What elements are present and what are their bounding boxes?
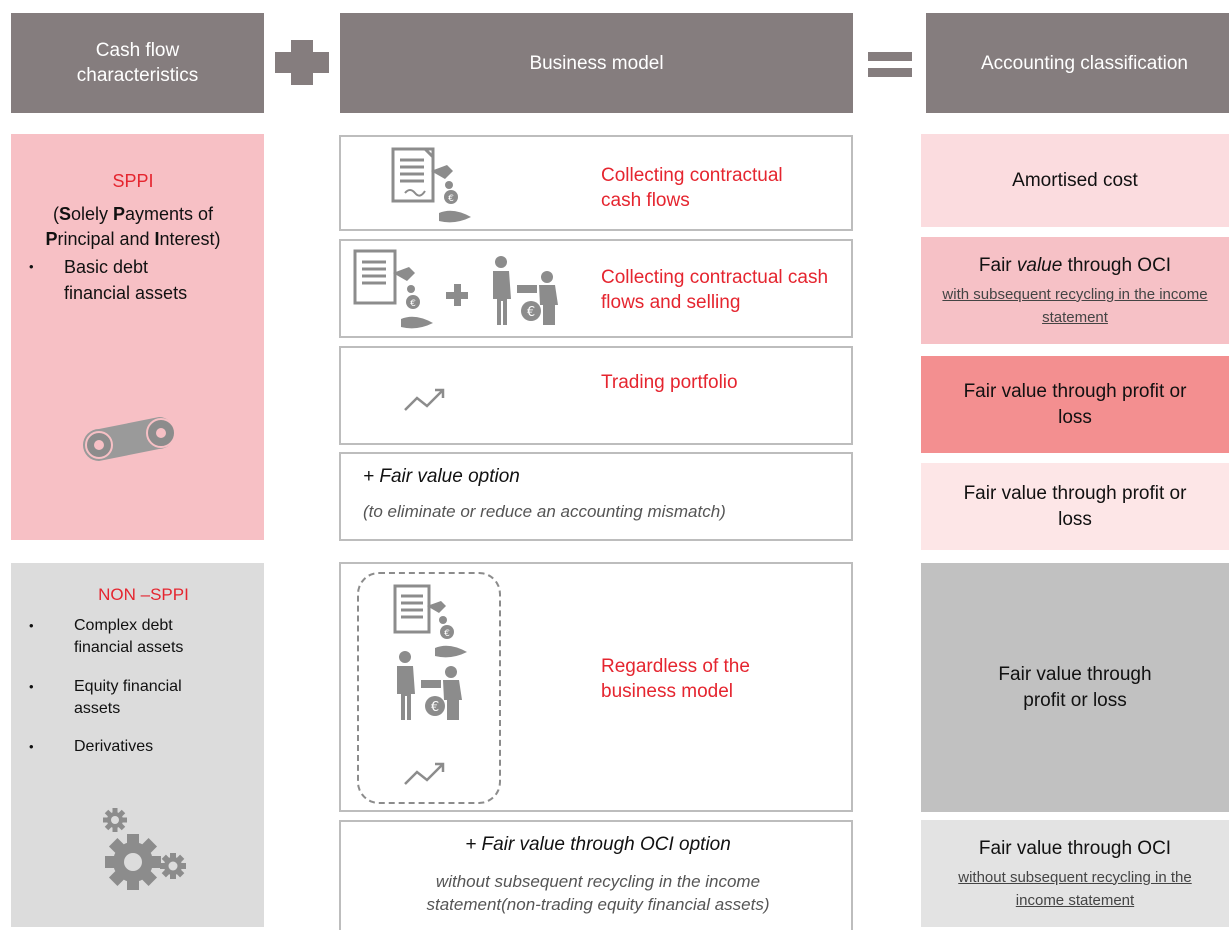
sppi-description: (Solely Payments of Principal and Intere…: [45, 204, 221, 249]
equals-operator-icon: [868, 52, 912, 77]
business-collecting-box: € Collecting contractual cash flows: [339, 135, 853, 231]
svg-text:€: €: [527, 305, 535, 320]
contract-coins-icon: €: [353, 249, 433, 329]
regardless-label: Regardless of the business model: [601, 656, 750, 702]
result-fvpl-option-label: Fair value through profit or loss: [963, 482, 1187, 530]
fvo-subtitle: (to eliminate or reduce an accounting mi…: [363, 502, 726, 521]
result-fv-oci-equity-sub: without subsequent recycling in the inco…: [958, 868, 1192, 909]
plus-icon: [446, 284, 468, 306]
result-amortised-cost: Amortised cost: [921, 134, 1229, 227]
result-fvpl-non-sppi-label: Fair value through profit or loss: [998, 663, 1152, 711]
collecting-label: Collecting contractual cash flows: [601, 165, 783, 211]
header-business-model: Business model: [340, 13, 853, 113]
contract-coins-icon: €: [391, 147, 471, 223]
oci-option-subtitle: without subsequent recycling in the inco…: [426, 872, 770, 914]
sppi-title: SPPI: [112, 171, 154, 191]
header-accounting-label: Accounting classification: [981, 52, 1188, 74]
trend-up-icon: [404, 388, 445, 411]
list-item: • Equity financial assets: [29, 678, 182, 717]
contract-coins-icon: €: [393, 584, 467, 658]
result-fv-oci: Fair value through OCI with subsequent r…: [921, 237, 1229, 344]
header-business-model-label: Business model: [529, 52, 664, 74]
header-cash-flow-label: Cash flow characteristics: [76, 40, 199, 86]
sppi-panel: SPPI (Solely Payments of Principal and I…: [11, 134, 264, 540]
business-regardless-box: € € Regardless of the business model: [339, 562, 853, 812]
dashed-icon-group: [357, 572, 501, 804]
result-fv-oci-equity-label: Fair value through OCI: [978, 837, 1172, 859]
gears-icon: [103, 808, 186, 890]
list-item: • Derivatives: [29, 738, 154, 755]
non-sppi-title: NON –SPPI: [98, 585, 189, 604]
selling-people-icon: €: [493, 256, 558, 325]
svg-text:€: €: [444, 629, 450, 639]
trend-up-icon: [404, 762, 445, 785]
business-trading-box: Trading portfolio: [339, 346, 853, 445]
result-fvpl-option: Fair value through profit or loss: [921, 463, 1229, 550]
result-fvpl-non-sppi: Fair value through profit or loss: [921, 563, 1229, 812]
list-item: • Basic debt financial assets: [29, 257, 188, 303]
result-fvpl-trading-label: Fair value through profit or loss: [963, 380, 1187, 428]
result-fvpl-trading: Fair value through profit or loss: [921, 356, 1229, 453]
non-sppi-panel: NON –SPPI • Complex debt financial asset…: [11, 563, 264, 927]
fvo-title: + Fair value option: [363, 466, 520, 487]
selling-people-icon: €: [397, 651, 462, 720]
business-fvo-box: + Fair value option (to eliminate or red…: [339, 452, 853, 541]
result-fv-oci-equity: Fair value through OCI without subsequen…: [921, 820, 1229, 927]
header-accounting: Accounting classification: [926, 13, 1229, 113]
svg-text:€: €: [431, 700, 439, 715]
svg-text:€: €: [448, 194, 454, 204]
result-fv-oci-sub: with subsequent recycling in the income …: [942, 285, 1208, 326]
trading-label: Trading portfolio: [601, 372, 738, 393]
result-amortised-label: Amortised cost: [1012, 169, 1138, 191]
plus-operator-icon: [275, 40, 329, 85]
result-fv-oci-label: Fair value through OCI: [978, 254, 1172, 276]
header-cash-flow: Cash flow characteristics: [11, 13, 264, 113]
business-oci-option-box: + Fair value through OCI option without …: [339, 820, 853, 930]
list-item: • Complex debt financial assets: [29, 617, 184, 656]
svg-text:€: €: [410, 299, 416, 309]
business-collecting-selling-box: € € Collecting contractual cash flows an…: [339, 239, 853, 338]
conveyor-icon: [83, 417, 176, 461]
oci-option-title: + Fair value through OCI option: [465, 834, 731, 855]
collecting-selling-label: Collecting contractual cash flows and se…: [601, 267, 829, 313]
